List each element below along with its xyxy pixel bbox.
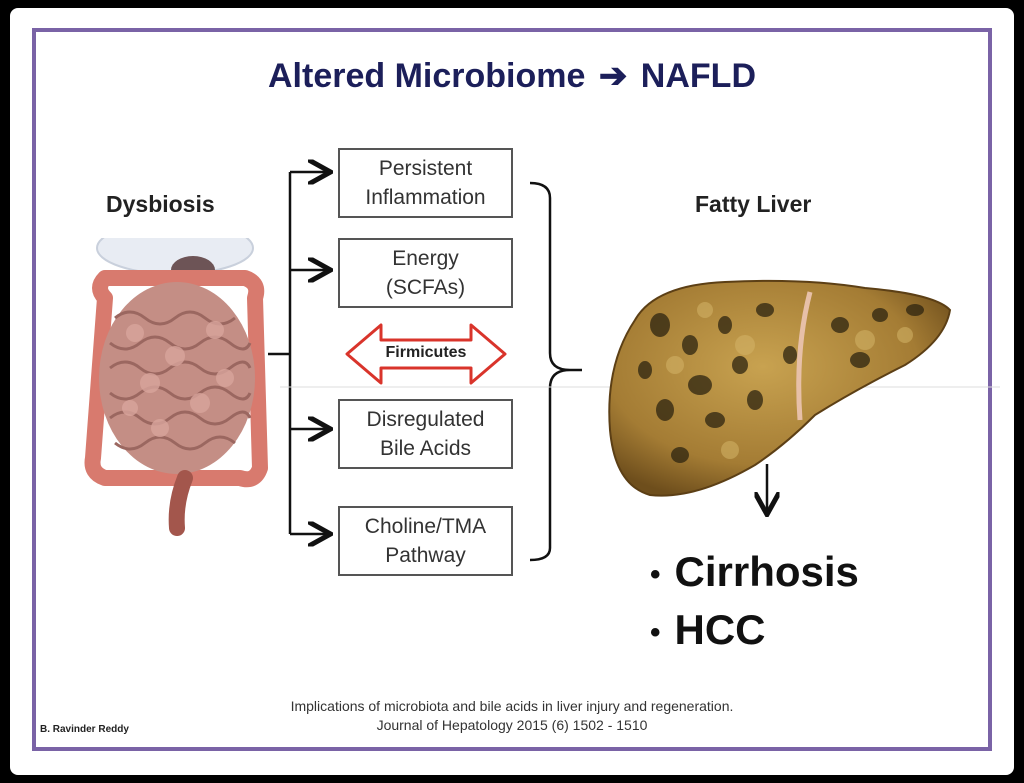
double-arrow-icon (345, 323, 507, 385)
box-line: (SCFAs) (385, 276, 466, 299)
citation-line: Implications of microbiota and bile acid… (290, 698, 734, 714)
fatty-liver-illustration (608, 279, 952, 497)
bullet-icon: • (650, 615, 661, 649)
box-line: Pathway (385, 544, 466, 567)
author-credit: B. Ravinder Reddy (40, 724, 129, 735)
firmicutes-label: Firmicutes (385, 344, 467, 361)
outcome-cirrhosis: • Cirrhosis (650, 548, 859, 596)
box-line: Choline/TMA (364, 515, 487, 538)
box-inflammation: Persistent Inflammation (338, 148, 513, 218)
fatty-liver-label: Fatty Liver (695, 191, 812, 217)
slide-frame (32, 28, 992, 751)
slide-title: Altered Microbiome ➔ NAFLD (10, 56, 1014, 96)
box-line: Energy (392, 247, 459, 270)
box-line: Persistent (378, 157, 473, 180)
title-text: Altered Microbiome (268, 57, 586, 95)
box-energy: Energy (SCFAs) (338, 238, 513, 308)
right-arrow-icon: ➔ (598, 57, 628, 95)
citation: Implications of microbiota and bile acid… (10, 697, 1014, 735)
outcome-text: Cirrhosis (674, 548, 859, 595)
citation-line: Journal of Hepatology 2015 (6) 1502 - 15… (376, 717, 648, 733)
box-line: Disregulated (366, 408, 485, 431)
title-target: NAFLD (640, 57, 756, 95)
bullet-icon: • (650, 557, 661, 591)
intestines-illustration (84, 238, 268, 536)
box-line: Inflammation (365, 186, 486, 209)
dysbiosis-label: Dysbiosis (106, 191, 215, 217)
box-line: Bile Acids (379, 437, 472, 460)
slide: Altered Microbiome ➔ NAFLD Dysbiosis (10, 8, 1014, 775)
outcome-hcc: • HCC (650, 606, 766, 654)
box-bile-acids: Disregulated Bile Acids (338, 399, 513, 469)
box-choline: Choline/TMA Pathway (338, 506, 513, 576)
connector-arrows (268, 8, 1000, 562)
outcome-text: HCC (674, 606, 766, 653)
